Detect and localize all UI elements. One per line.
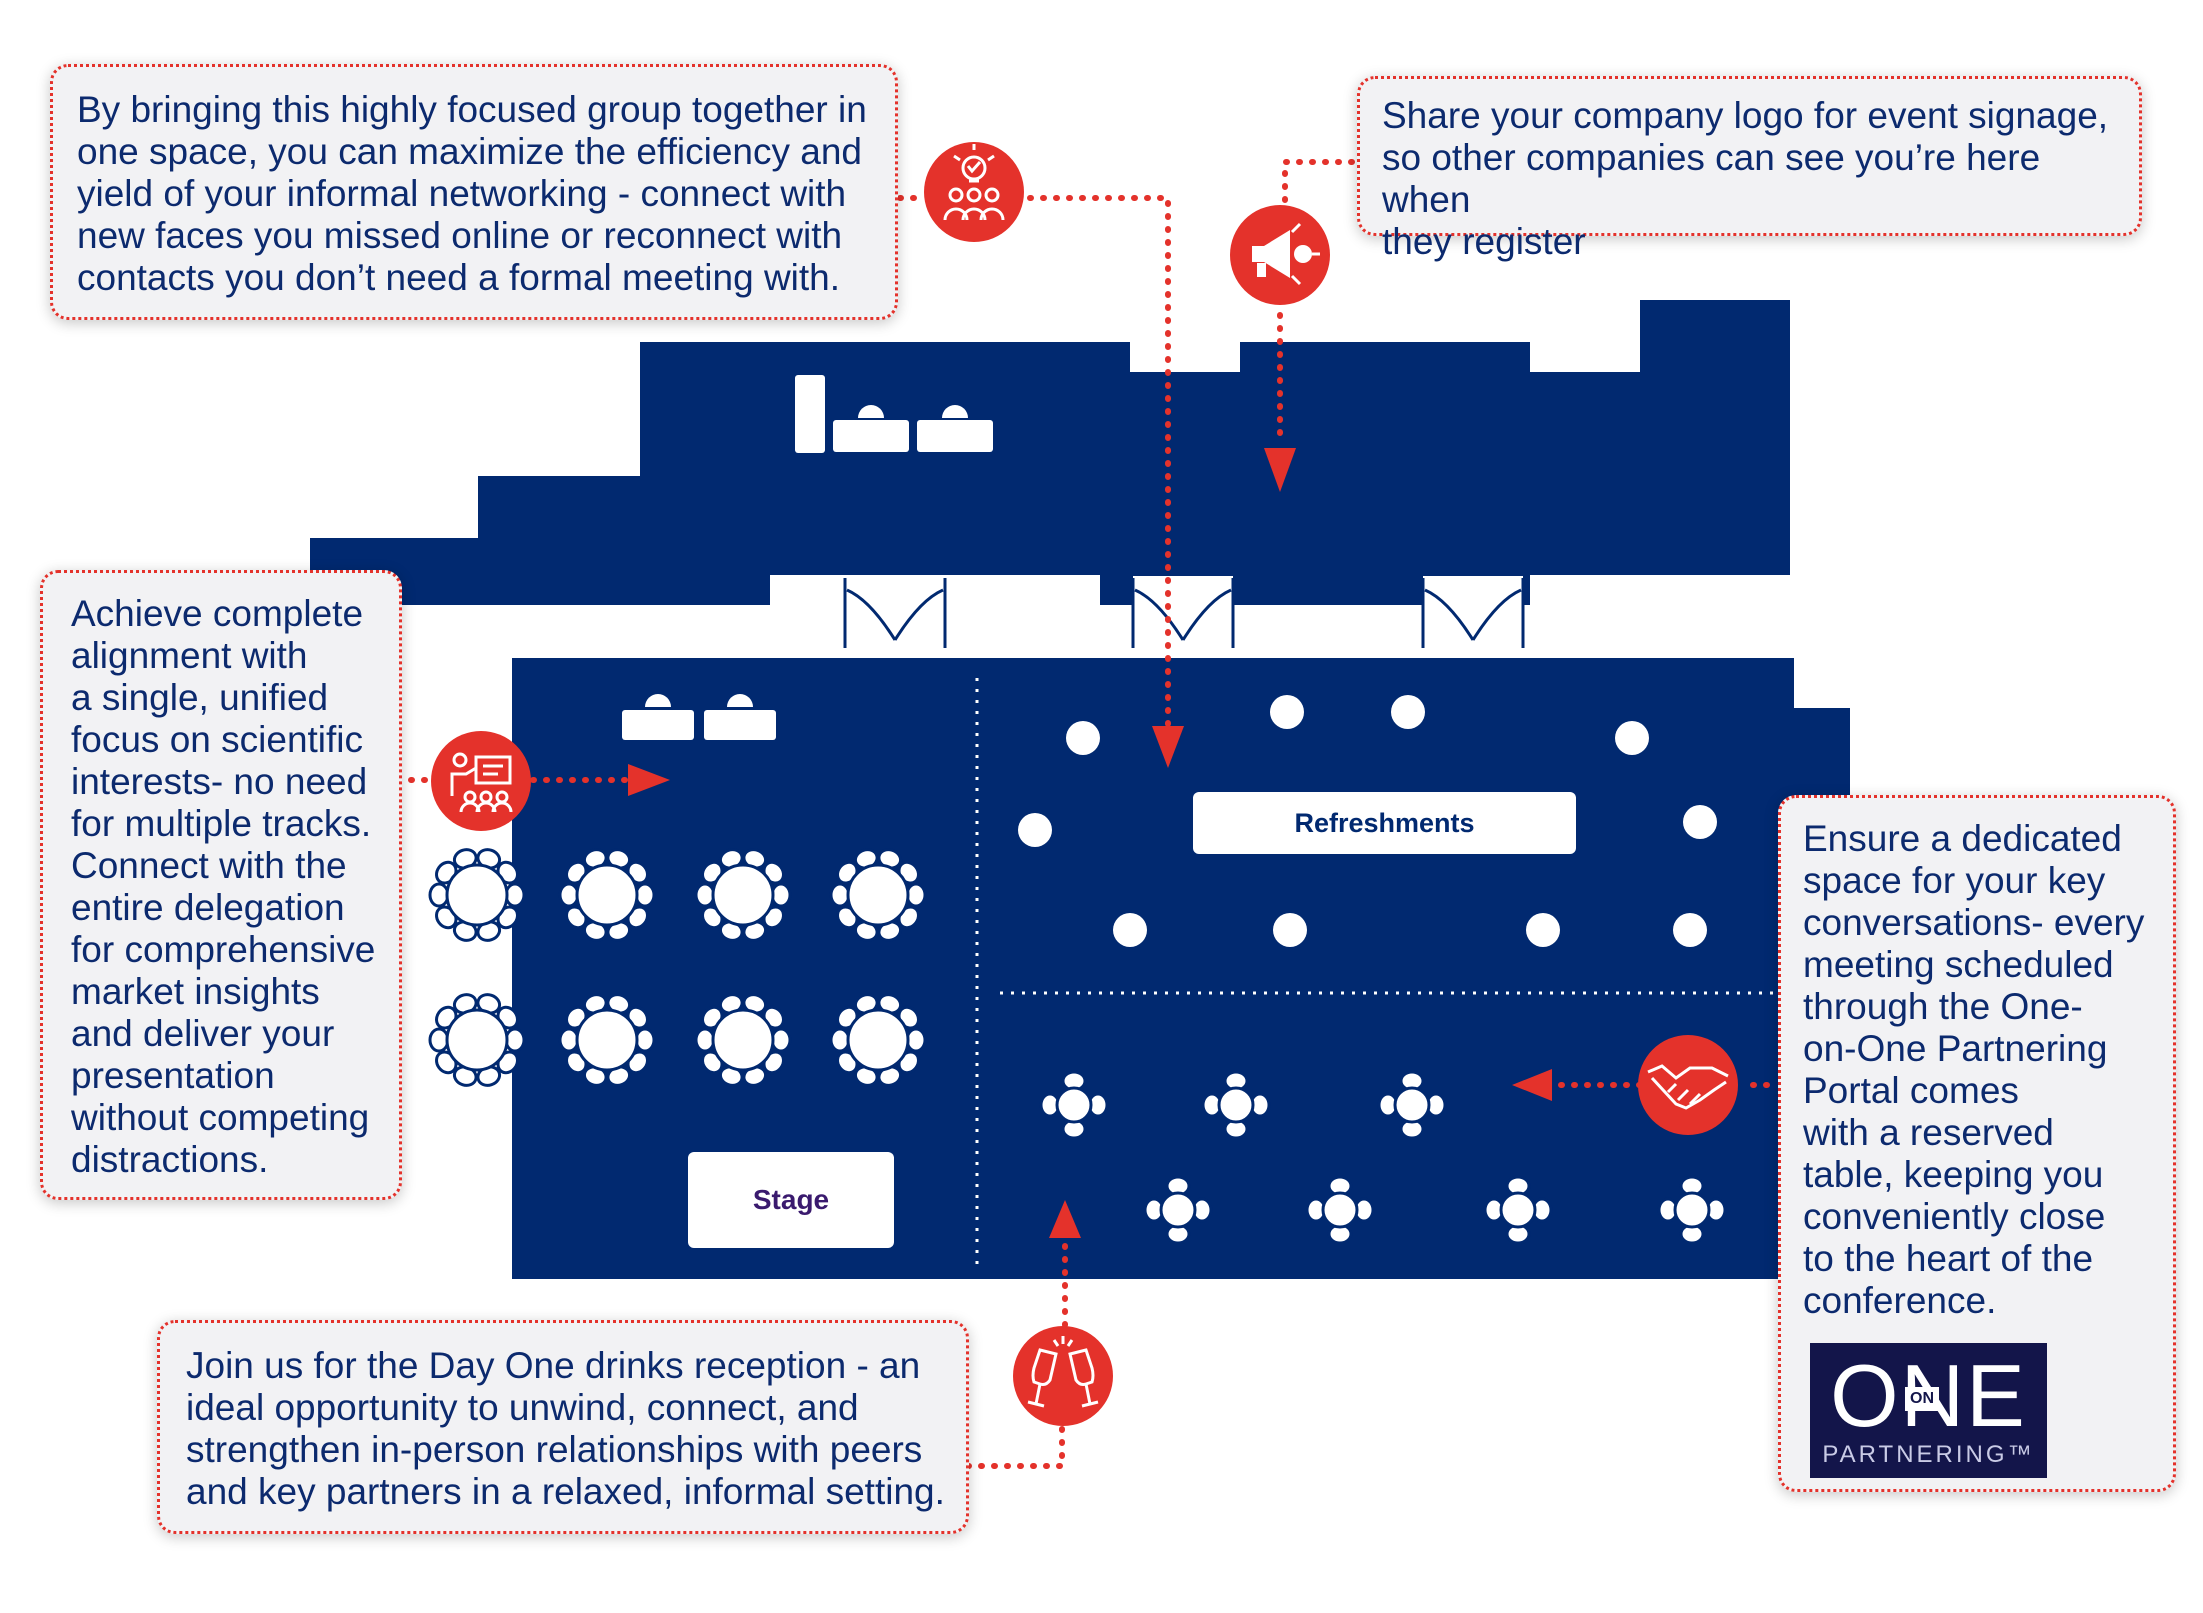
signage-callout: Share your company logo for event signag…: [1357, 76, 2142, 262]
chair: [504, 1027, 526, 1053]
cocktail-table: [1066, 721, 1100, 755]
chair: [634, 1027, 656, 1053]
round-table: [428, 993, 526, 1087]
cocktail-table: [1273, 913, 1307, 947]
table-top: [846, 1008, 910, 1072]
cocktail-table: [1683, 805, 1717, 839]
table-top: [1393, 1086, 1431, 1124]
chair: [770, 882, 792, 908]
meeting-table: [1377, 1070, 1447, 1140]
chair: [905, 1027, 927, 1053]
meeting-table: [1201, 1070, 1271, 1140]
meeting-table: [1305, 1175, 1375, 1245]
logo-on-badge: ON: [1905, 1387, 1939, 1411]
table-top: [1321, 1191, 1359, 1229]
stage-label: Stage: [688, 1152, 894, 1248]
megaphone-icon: [1252, 222, 1320, 286]
doorway-gap: [1133, 576, 1233, 656]
connectors: [395, 159, 1770, 1469]
round-table: [428, 848, 526, 942]
doorway-gap: [845, 576, 945, 656]
table-top: [711, 1008, 775, 1072]
chair: [694, 1027, 716, 1053]
meeting-tables: [1039, 1070, 1727, 1245]
networking-icon-badge: [924, 142, 1024, 242]
alignment-callout: Achieve complete alignment with a single…: [40, 570, 402, 1200]
round-table: [829, 848, 927, 942]
round-table: [829, 993, 927, 1087]
networking-callout: By bringing this highly focused group to…: [50, 64, 898, 320]
cocktail-table: [1018, 813, 1052, 847]
round-table: [694, 848, 792, 942]
chair: [770, 1027, 792, 1053]
cocktail-table: [1526, 913, 1560, 947]
signage-icon-badge: [1230, 205, 1330, 305]
table-top: [1499, 1191, 1537, 1229]
chair: [905, 882, 927, 908]
chair: [829, 1027, 851, 1053]
table-top: [1673, 1191, 1711, 1229]
chair: [558, 882, 580, 908]
signage-text: Share your company logo for event signag…: [1382, 95, 2109, 262]
round-table: [558, 993, 656, 1087]
chair: [829, 882, 851, 908]
table-top: [1217, 1086, 1255, 1124]
upper-hall: [310, 300, 1790, 605]
cocktail-table: [1673, 913, 1707, 947]
refreshments-label: Refreshments: [1193, 792, 1576, 854]
doors: [843, 578, 1525, 648]
chair: [428, 1027, 450, 1053]
round-table: [694, 993, 792, 1087]
table-top: [575, 1008, 639, 1072]
reception-icon-badge: [1013, 1326, 1113, 1426]
doorway-gap: [1423, 576, 1523, 656]
one-on-one-partnering-logo: ONE ON PARTNERING™: [1810, 1343, 2047, 1478]
registration-desks: [795, 375, 993, 453]
handshake-icon: [1647, 1064, 1729, 1110]
table-top: [1159, 1191, 1197, 1229]
table-top: [1055, 1086, 1093, 1124]
cocktail-table: [1615, 721, 1649, 755]
banquet-tables: [428, 848, 927, 1087]
table-top: [711, 863, 775, 927]
arrowheads: [628, 448, 1552, 1238]
round-table: [558, 848, 656, 942]
connector-signage: [1277, 159, 1355, 448]
reception-text: Join us for the Day One drinks reception…: [186, 1345, 945, 1512]
table-top: [445, 1008, 509, 1072]
session-desks: [622, 694, 776, 740]
people-idea-icon: [943, 144, 1005, 221]
meeting-table: [1657, 1175, 1727, 1245]
champagne-glasses-icon: [1027, 1336, 1099, 1408]
cocktail-table: [1391, 695, 1425, 729]
connector-networking: [897, 195, 1171, 733]
cocktail-table: [1113, 913, 1147, 947]
presentation-icon-badge: [431, 731, 531, 831]
chair: [634, 882, 656, 908]
meeting-table: [1143, 1175, 1213, 1245]
meetings-text: Ensure a dedicated space for your key co…: [1803, 818, 2145, 1321]
meeting-table: [1483, 1175, 1553, 1245]
table-top: [445, 863, 509, 927]
reception-callout: Join us for the Day One drinks reception…: [157, 1320, 969, 1534]
networking-text: By bringing this highly focused group to…: [77, 89, 867, 298]
table-top: [575, 863, 639, 927]
logo-subtitle: PARTNERING™: [1822, 1441, 2035, 1468]
chair: [558, 1027, 580, 1053]
presenter-icon: [450, 752, 513, 813]
cocktail-tables: [1018, 695, 1717, 947]
meeting-icon-badge: [1638, 1035, 1738, 1135]
chair: [694, 882, 716, 908]
cocktail-table: [1270, 695, 1304, 729]
alignment-text: Achieve complete alignment with a single…: [71, 593, 376, 1180]
connector-reception: [965, 1232, 1068, 1469]
table-top: [846, 863, 910, 927]
chair: [504, 882, 526, 908]
meeting-table: [1039, 1070, 1109, 1140]
chair: [428, 882, 450, 908]
